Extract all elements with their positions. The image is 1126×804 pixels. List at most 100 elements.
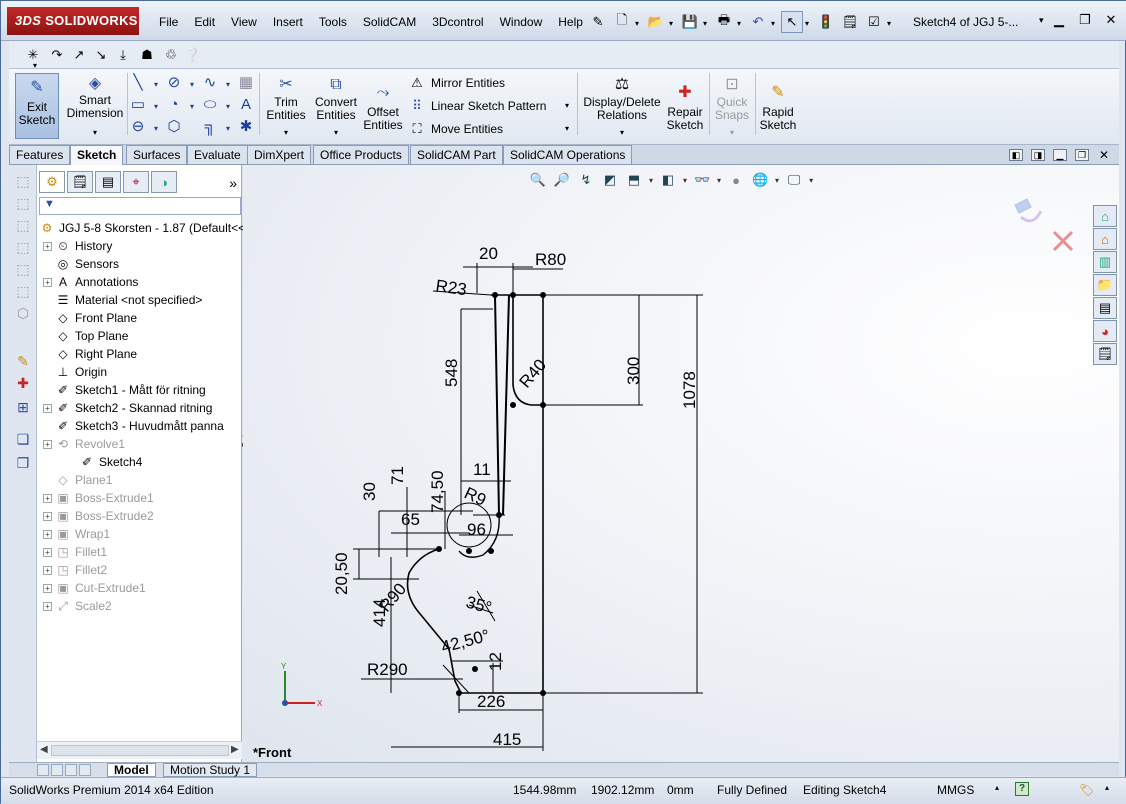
menu-help[interactable]: Help xyxy=(558,15,583,29)
tab-model[interactable]: Model xyxy=(107,763,156,777)
fillet-tool-icon[interactable]: ╗ xyxy=(204,117,216,135)
trim-dropdown-icon[interactable]: ▾ xyxy=(283,128,288,137)
exit-sketch-button[interactable]: ✎ Exit Sketch xyxy=(15,73,59,139)
tile-icon[interactable]: ◧ xyxy=(1009,149,1023,161)
restore-icon[interactable]: ❐ xyxy=(1079,12,1091,27)
dim-12[interactable]: 12 xyxy=(486,652,505,671)
last-tab-icon[interactable] xyxy=(79,764,91,776)
sketch-arc-r40[interactable] xyxy=(512,295,543,406)
expand-icon[interactable]: + xyxy=(43,493,52,503)
dimension-line-11[interactable] xyxy=(461,480,511,515)
help-icon[interactable]: ? xyxy=(1015,782,1029,796)
tree-item[interactable]: ✐Sketch3 - Huvudmått panna xyxy=(43,417,224,435)
display-style-dropdown-icon[interactable]: ▾ xyxy=(683,175,688,185)
menu-edit[interactable]: Edit xyxy=(194,15,216,29)
slot-tool-icon[interactable]: ⊖ xyxy=(131,118,145,135)
angle-line-35[interactable] xyxy=(468,590,496,622)
sketch-point[interactable] xyxy=(436,546,442,552)
tree-horizontal-scrollbar[interactable]: ◀ ▶ xyxy=(37,741,242,759)
dim-1078[interactable]: 1078 xyxy=(680,371,699,409)
scroll-right-icon[interactable]: ▶ xyxy=(231,744,239,755)
menu-window[interactable]: Window xyxy=(499,15,543,29)
expand-icon[interactable]: + xyxy=(43,439,52,449)
status-dropdown-icon[interactable]: ▴ xyxy=(1105,783,1110,792)
dimension-line-12[interactable] xyxy=(451,660,503,693)
expand-panel-icon[interactable]: » xyxy=(229,175,237,191)
ellipse-tool-icon[interactable]: ⬭ xyxy=(203,95,217,113)
sketch-point[interactable] xyxy=(540,402,546,408)
dim-300[interactable]: 300 xyxy=(624,357,643,385)
pin-icon[interactable]: ✎ xyxy=(592,14,604,29)
hide-show-dropdown-icon[interactable]: ▾ xyxy=(717,175,722,185)
unit-system[interactable]: MMGS xyxy=(937,783,975,797)
sketch-point[interactable] xyxy=(540,292,546,298)
tab-sketch[interactable]: Sketch xyxy=(70,145,124,165)
ellipse-dropdown-icon[interactable]: ▾ xyxy=(225,101,230,111)
paste-icon[interactable]: ❐ xyxy=(16,454,30,471)
dim-65[interactable]: 65 xyxy=(401,510,420,529)
tree-item[interactable]: +▣Boss-Extrude2 xyxy=(43,507,154,525)
expand-icon[interactable]: + xyxy=(43,511,52,521)
appearances-icon[interactable]: ◕ xyxy=(1093,320,1117,342)
tree-item[interactable]: ◇Plane1 xyxy=(43,471,112,489)
construction-grid-icon[interactable]: ▦ xyxy=(238,74,254,91)
spline-dropdown-icon[interactable]: ▾ xyxy=(225,79,230,89)
tree-item[interactable]: ⊥Origin xyxy=(43,363,107,381)
rectangle-dropdown-icon[interactable]: ▾ xyxy=(153,101,158,111)
sketch-point[interactable] xyxy=(488,548,494,554)
tab-motion-study-1[interactable]: Motion Study 1 xyxy=(163,763,258,777)
dimension-line-2050[interactable] xyxy=(353,548,439,580)
dim-96[interactable]: 96 xyxy=(467,520,486,539)
spline-tool-icon[interactable]: ∿ xyxy=(203,74,217,91)
print-icon[interactable]: 🖶 xyxy=(717,12,731,27)
menu-solidcam[interactable]: SolidCAM xyxy=(362,15,417,29)
title-dropdown-icon[interactable]: ▾ xyxy=(1039,15,1044,25)
recycle-icon[interactable]: ♲ xyxy=(165,47,177,62)
tree-item[interactable]: ✐Sketch1 - Mått för ritning xyxy=(43,381,206,399)
view-orientation-icon[interactable]: ⬒ xyxy=(627,172,641,187)
scroll-left-icon[interactable]: ◀ xyxy=(40,744,48,755)
sketch-tool-icon[interactable]: ✎ xyxy=(17,352,29,369)
dimension-line-300[interactable] xyxy=(543,294,643,406)
mirror-entities-button[interactable]: ⚠Mirror Entities xyxy=(409,75,505,91)
move-dropdown-icon[interactable]: ▾ xyxy=(565,124,570,133)
quick-snaps-button[interactable]: ⊡ Quick Snaps ▾ xyxy=(713,73,751,139)
graphics-area[interactable]: 🔍 🔎 ↯ ◩ ⬒ ▾ ◧ ▾ 👓 ▾ ● 🌐 ▾ 🖵 ▾ ⌂ xyxy=(243,165,1119,762)
hide-show-icon[interactable]: 👓 xyxy=(693,172,711,187)
menu-tools[interactable]: Tools xyxy=(318,15,347,29)
tab-dimxpert[interactable]: DimXpert xyxy=(247,145,312,164)
home-icon[interactable]: ⌂ xyxy=(1093,228,1117,250)
shell-icon[interactable]: ⬡ xyxy=(16,304,30,321)
expand-icon[interactable]: + xyxy=(43,529,52,539)
tree-item[interactable]: ☰Material <not specified> xyxy=(43,291,203,309)
linear-sketch-pattern-button[interactable]: ⠿Linear Sketch Pattern xyxy=(409,98,546,114)
quick-snaps-dropdown-icon[interactable]: ▾ xyxy=(729,128,734,137)
dim-20[interactable]: 20 xyxy=(479,244,498,263)
smart-dimension-button[interactable]: ◈ Smart Dimension ▾ xyxy=(65,73,125,139)
arc-icon[interactable]: ↷ xyxy=(51,47,63,62)
save-dropdown-icon[interactable]: ▾ xyxy=(703,18,708,28)
sketch-point[interactable] xyxy=(510,402,516,408)
view-palette-icon[interactable]: ▤ xyxy=(1093,297,1117,319)
previous-view-icon[interactable]: ↯ xyxy=(580,172,592,187)
leader-4250[interactable] xyxy=(442,664,470,694)
leader-r23[interactable] xyxy=(432,290,492,296)
line-dropdown-icon[interactable]: ▾ xyxy=(153,79,158,89)
prev-tab-icon[interactable] xyxy=(51,764,63,776)
display-style-icon[interactable]: ◧ xyxy=(661,172,675,187)
new-dropdown-icon[interactable]: ▾ xyxy=(635,18,640,28)
tab-surfaces[interactable]: Surfaces xyxy=(126,145,188,164)
open-icon[interactable]: 📂 xyxy=(647,14,665,29)
tree-item[interactable]: +◳Fillet2 xyxy=(43,561,107,579)
arc-dropdown-icon[interactable]: ▾ xyxy=(189,101,194,111)
view-orientation-dropdown-icon[interactable]: ▾ xyxy=(649,175,654,185)
options-icon[interactable]: ☑ xyxy=(868,14,880,29)
minimize-icon[interactable]: ▁ xyxy=(1054,12,1064,27)
line-icon[interactable]: ↗ xyxy=(73,47,85,62)
dim-r80[interactable]: R80 xyxy=(535,250,566,269)
sketch-point[interactable] xyxy=(510,292,516,298)
tab-solidcam-operations[interactable]: SolidCAM Operations xyxy=(503,145,633,164)
pattern-dropdown-icon[interactable]: ▾ xyxy=(565,101,570,110)
copy-icon[interactable]: ❏ xyxy=(16,430,30,447)
dim-4250deg[interactable]: 42,50° xyxy=(439,626,492,657)
